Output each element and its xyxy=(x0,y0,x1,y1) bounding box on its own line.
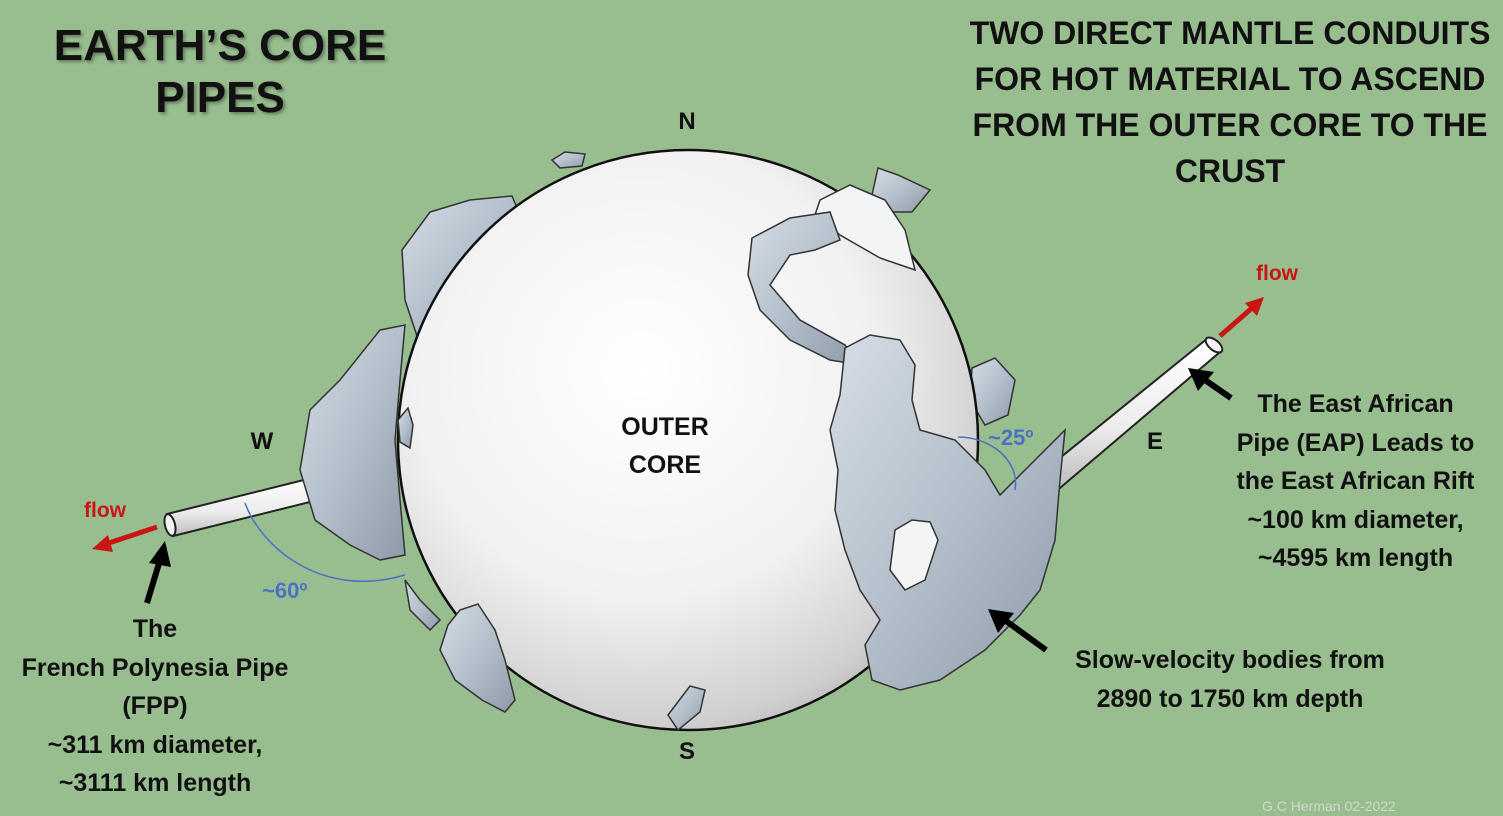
fpp-pointer-arrow xyxy=(144,559,163,604)
compass-east: E xyxy=(1146,428,1163,455)
eap-length: ~4595 km length xyxy=(1257,544,1454,572)
west-flow-label: flow xyxy=(84,499,126,522)
eap-pipe-end xyxy=(1204,336,1224,354)
blob-west-inner xyxy=(397,406,414,450)
compass-west: W xyxy=(250,428,274,455)
fpp-pipe-end xyxy=(163,513,177,537)
page-title: EARTH’S CORE PIPES xyxy=(53,21,387,122)
east-flow-arrow xyxy=(1218,306,1254,338)
eap-line2: Pipe (EAP) Leads to xyxy=(1236,428,1475,457)
eap-pointer-arrowhead xyxy=(1188,368,1214,391)
eap-line1: The East African xyxy=(1257,390,1454,418)
west-angle-label: ~60º xyxy=(262,578,308,603)
east-angle-label: ~25º xyxy=(988,425,1034,450)
blob-southwest-small xyxy=(404,579,442,632)
eap-diameter: ~100 km diameter, xyxy=(1247,505,1464,534)
blob-south-small xyxy=(667,685,706,732)
fpp-abbr: (FPP) xyxy=(122,692,188,720)
fpp-length: ~3111 km length xyxy=(58,769,252,797)
fpp-pointer-arrowhead xyxy=(149,541,171,567)
west-flow-arrow xyxy=(105,524,158,547)
fpp-diameter: ~311 km diameter, xyxy=(47,730,263,759)
slow-body-pointer-arrowhead xyxy=(988,609,1014,633)
eap-pointer-arrow xyxy=(1203,377,1233,401)
compass-south: S xyxy=(678,738,695,765)
slow-velocity-annotation: Slow-velocity bodies from 2890 to 1750 k… xyxy=(1030,641,1430,718)
blob-north-small xyxy=(550,151,586,169)
fpp-name-line2: French Polynesia Pipe xyxy=(21,653,289,682)
outer-core-label: OUTER CORE xyxy=(621,413,709,479)
west-angle-arc xyxy=(244,502,406,582)
slow-body-pointer-arrow xyxy=(1004,618,1048,653)
blob-northeast-ring xyxy=(747,211,862,367)
west-flow-arrowhead xyxy=(92,535,113,552)
author-credit: G.C Herman 02-2022 xyxy=(1262,798,1396,814)
eap-pipe xyxy=(1043,336,1222,490)
east-flow-label: flow xyxy=(1256,262,1298,285)
fpp-annotation: The French Polynesia Pipe (FPP) ~311 km … xyxy=(0,610,310,803)
eap-annotation: The East African Pipe (EAP) Leads to the… xyxy=(1208,385,1503,578)
compass-north: N xyxy=(678,108,696,135)
blob-west xyxy=(299,324,406,561)
fpp-name-line1: The xyxy=(132,615,178,643)
east-angle-arc xyxy=(957,436,1017,491)
slow-velocity-line1: Slow-velocity bodies from xyxy=(1075,646,1385,674)
eap-line3: the East African Rift xyxy=(1236,467,1475,495)
blob-southwest xyxy=(439,603,516,713)
diagram-subtitle: TWO DIRECT MANTLE CONDUITS FOR HOT MATER… xyxy=(969,15,1491,189)
slow-velocity-line2: 2890 to 1750 km depth xyxy=(1096,684,1364,713)
blob-east-hole xyxy=(889,519,939,591)
blob-east-large xyxy=(829,334,1066,691)
east-flow-arrowhead xyxy=(1245,297,1264,316)
